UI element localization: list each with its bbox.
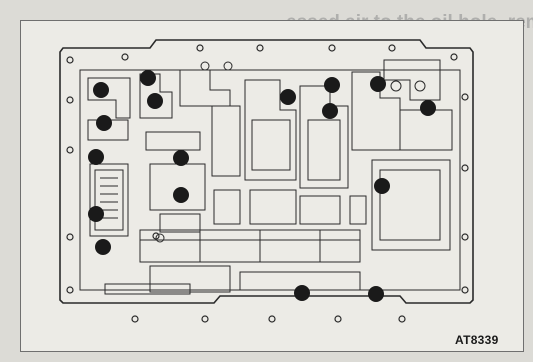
bolt-marker (370, 76, 386, 92)
bolt-marker (93, 82, 109, 98)
bolt-hole (121, 53, 129, 61)
valve-body-inner-outline (79, 69, 461, 291)
bolt-hole (201, 315, 209, 323)
figure-id-label: AT8339 (455, 333, 499, 347)
perimeter-bolt-holes (66, 44, 469, 323)
bolt-hole (461, 286, 469, 294)
bolt-marker (324, 77, 340, 93)
bolt-hole (131, 315, 139, 323)
bolt-marker (294, 285, 310, 301)
bolt-hole (398, 315, 406, 323)
bolt-marker (280, 89, 296, 105)
bolt-hole (268, 315, 276, 323)
bolt-hole (388, 44, 396, 52)
bolt-marker (88, 149, 104, 165)
bolt-marker (88, 206, 104, 222)
bolt-hole (461, 93, 469, 101)
bolt-marker (420, 100, 436, 116)
bolt-hole (66, 96, 74, 104)
bolt-marker (173, 187, 189, 203)
bolt-marker (173, 150, 189, 166)
bolt-hole (334, 315, 342, 323)
bolt-hole (450, 53, 458, 61)
bolt-marker (322, 103, 338, 119)
bolt-hole (461, 233, 469, 241)
bolt-markers (88, 70, 436, 302)
bolt-hole (196, 44, 204, 52)
bolt-marker (96, 115, 112, 131)
valve-body-outline (59, 39, 474, 304)
bolt-marker (95, 239, 111, 255)
bolt-marker (368, 286, 384, 302)
bolt-hole (256, 44, 264, 52)
port-circles (155, 61, 426, 243)
bolt-marker (140, 70, 156, 86)
bolt-hole (66, 56, 74, 64)
bolt-hole (461, 164, 469, 172)
bolt-hole (328, 44, 336, 52)
bolt-marker (147, 93, 163, 109)
bolt-hole (66, 146, 74, 154)
bolt-hole (66, 233, 74, 241)
valve-passages (87, 59, 453, 295)
bolt-marker (374, 178, 390, 194)
bolt-hole (66, 286, 74, 294)
